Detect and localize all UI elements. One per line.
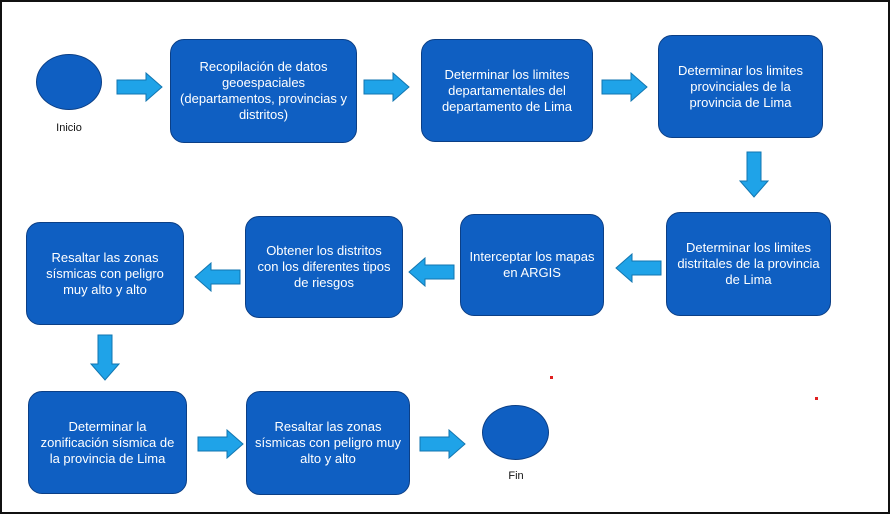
step-limites-provinciales: Determinar los limites provinciales de l… <box>658 35 823 138</box>
arrow-down-icon <box>739 151 769 198</box>
arrow-left-icon <box>615 253 662 283</box>
step-interceptar-mapas: Interceptar los mapas en ARGIS <box>460 214 604 316</box>
arrow-down-icon <box>90 334 120 381</box>
stray-mark <box>550 376 553 379</box>
arrow-right-icon <box>363 72 410 102</box>
step-zonificacion-sismica: Determinar la zonificación sísmica de la… <box>28 391 187 494</box>
arrow-right-icon <box>419 429 466 459</box>
arrow-right-icon <box>197 429 244 459</box>
start-terminal <box>36 54 102 110</box>
stray-mark <box>815 397 818 400</box>
end-label: Fin <box>508 470 524 482</box>
step-resaltar-zonas-1: Resaltar las zonas sísmicas con peligro … <box>26 222 184 325</box>
start-label: Inicio <box>56 122 82 134</box>
end-terminal <box>482 405 549 460</box>
step-limites-departamentales: Determinar los limites departamentales d… <box>421 39 593 142</box>
arrow-left-icon <box>408 257 455 287</box>
step-limites-distritales: Determinar los limites distritales de la… <box>666 212 831 316</box>
arrow-left-icon <box>194 262 241 292</box>
arrow-right-icon <box>116 72 163 102</box>
step-recopilacion-datos: Recopilación de datos geoespaciales (dep… <box>170 39 357 143</box>
arrow-right-icon <box>601 72 648 102</box>
step-obtener-distritos: Obtener los distritos con los diferentes… <box>245 216 403 318</box>
step-resaltar-zonas-2: Resaltar las zonas sísmicas con peligro … <box>246 391 410 495</box>
